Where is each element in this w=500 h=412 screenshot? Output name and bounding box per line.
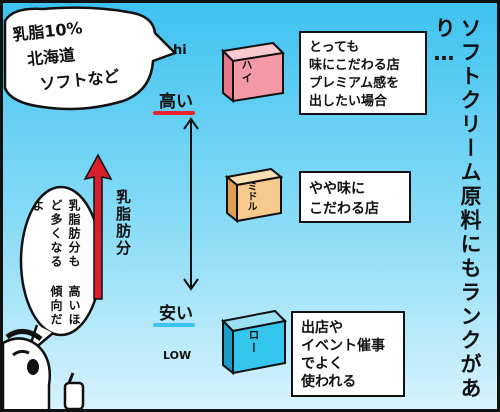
carton-high <box>220 41 286 104</box>
arrow-label: 乳脂肪分 <box>114 189 132 257</box>
scale-low-en: LOW <box>163 349 192 362</box>
speech-left-line: 乳脂肪分も <box>67 199 81 269</box>
rank-note-mid: やや味に こだわる店 <box>299 171 411 223</box>
scale-hi-jp: 高い <box>159 92 193 112</box>
rank-note-line: 出したい場合 <box>309 94 388 109</box>
rank-note-line: こだわる店 <box>309 201 379 217</box>
panel-title: ソフトクリーム原料にもランクがあり… <box>432 17 482 401</box>
rank-note-high: とっても 味にこだわる店 プレミアム感を 出したい場合 <box>299 31 427 115</box>
speech-bubble-left <box>19 185 103 359</box>
rank-note-line: とっても <box>309 40 360 55</box>
rank-note-line: でよく <box>301 356 343 372</box>
fat-content-arrow <box>83 153 113 300</box>
speech-bubble-top-text: 乳脂10% 北海道 ソフトなど <box>11 12 121 100</box>
speech-bubble-top <box>3 6 178 111</box>
rank-note-line: 出店や <box>301 320 343 336</box>
rank-note-line: プレミアム感を <box>309 76 400 91</box>
speech-left-line: 高いほど多くなる <box>49 199 81 327</box>
character-illustration <box>3 329 85 409</box>
carton-mid <box>224 167 284 224</box>
carton-low-label: ロー <box>247 329 260 355</box>
range-arrow <box>183 117 199 291</box>
speech-bubble-left-text: 乳脂肪分も 高いほど多くなる 傾向だよ <box>29 199 83 327</box>
scale-low-jp: 安い <box>159 304 193 324</box>
low-underline <box>153 323 195 327</box>
carton-low <box>220 309 288 376</box>
rank-note-line: 味にこだわる店 <box>309 58 400 73</box>
rank-note-line: やや味に <box>309 181 365 197</box>
carton-mid-label: ミドル <box>245 181 256 211</box>
rank-note-line: 使われる <box>301 374 357 390</box>
rank-note-line: イベント催事 <box>301 338 385 354</box>
carton-high-label: ハイ <box>240 59 253 85</box>
hi-underline <box>153 111 195 115</box>
speech-left-line: 傾向だよ <box>31 199 63 327</box>
rank-note-low: 出店や イベント催事 でよく 使われる <box>291 311 405 397</box>
scale-hi-en: hi <box>173 43 187 58</box>
